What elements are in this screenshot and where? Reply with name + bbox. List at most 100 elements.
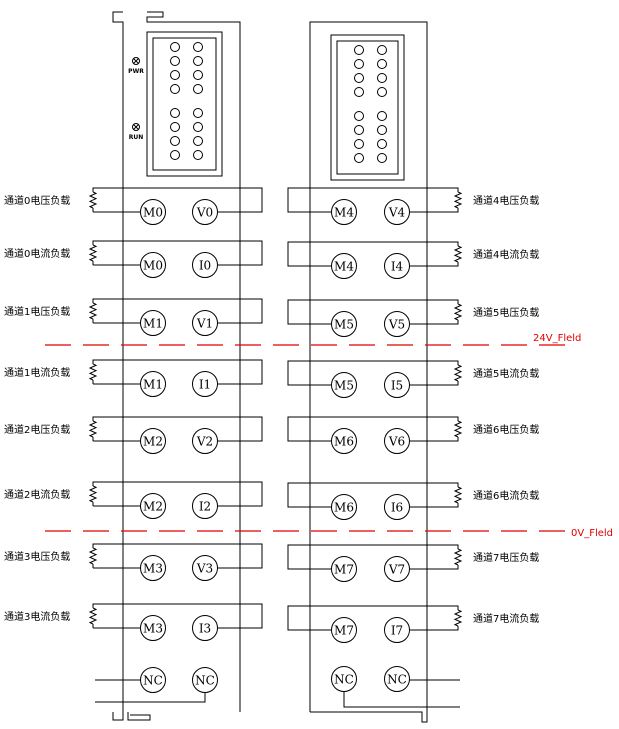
channel-load-label: 通道6电流负载 [473, 489, 539, 502]
terminal-circle [140, 493, 166, 519]
terminal-circle [384, 556, 410, 582]
terminal-label: M3 [143, 562, 163, 576]
terminal-circle [384, 372, 410, 398]
terminal-circle [140, 428, 166, 454]
terminal-label: I3 [199, 622, 211, 636]
terminal-circle [384, 311, 410, 337]
terminal-nc: NC [140, 667, 166, 693]
channel-load-label: 通道0电流负载 [4, 247, 70, 260]
channel-led-icon [170, 42, 180, 52]
channel-led-icon [377, 111, 387, 121]
channel-load-label: 通道1电流负载 [4, 366, 70, 379]
channel-led-icon [377, 153, 387, 163]
terminal-signal: I5 [384, 372, 410, 398]
terminal-label: M4 [334, 206, 354, 220]
resistor-load-icon [453, 364, 463, 382]
terminal-signal: V6 [384, 428, 410, 454]
resistor-load-icon [88, 363, 98, 381]
resistor-load-icon [88, 302, 98, 320]
load-loop [287, 605, 459, 631]
terminal-circle [331, 372, 357, 398]
channel-led-icon [354, 45, 364, 55]
terminal-label: M5 [334, 318, 354, 332]
terminal-m: M3 [140, 555, 166, 581]
terminal-circle [331, 428, 357, 454]
terminal-m: M7 [331, 556, 357, 582]
channel-load-label: 通道7电压负载 [473, 551, 539, 564]
indicator-label: PWR [128, 68, 144, 75]
terminal-signal: V3 [192, 555, 218, 581]
terminal-m: M4 [331, 253, 357, 279]
field-buses: 24V_Fleld 0V_Fleld [45, 333, 613, 539]
terminal-circle [331, 617, 357, 643]
channel-led-icon [377, 45, 387, 55]
channel-row: M0 I0 通道0电流负载 [4, 240, 263, 278]
channel-load-label: 通道6电压负载 [473, 423, 539, 436]
terminal-label: V2 [196, 435, 213, 449]
terminal-circle [192, 199, 218, 225]
terminal-circle [140, 555, 166, 581]
terminal-circle [331, 311, 357, 337]
terminal-circle [384, 199, 410, 225]
module-bottom-notch [310, 711, 428, 723]
terminal-signal: I0 [192, 252, 218, 278]
terminal-label: M1 [143, 317, 163, 331]
terminal-label: M0 [143, 206, 163, 220]
terminal-circle [192, 667, 218, 693]
nc-wire [95, 692, 206, 703]
resistor-load-icon [88, 547, 98, 565]
terminal-circle [140, 310, 166, 336]
terminal-label: NC [143, 674, 163, 688]
terminal-label: M1 [143, 378, 163, 392]
module-housing-left-edge [112, 11, 124, 712]
terminal-circle [331, 556, 357, 582]
resistor-load-icon [453, 548, 463, 566]
channel-led-icon [193, 84, 203, 94]
terminal-label: M7 [334, 624, 354, 638]
channel-led-icon [193, 150, 203, 160]
terminal-circle [192, 371, 218, 397]
terminal-circle [331, 253, 357, 279]
resistor-load-icon [88, 485, 98, 503]
led-panel-inner [336, 40, 399, 175]
terminal-signal: I2 [192, 493, 218, 519]
led-panel-inner [152, 37, 217, 171]
terminal-m: M5 [331, 311, 357, 337]
terminal-label: V5 [388, 318, 405, 332]
terminal-label: M2 [143, 435, 163, 449]
load-loop [287, 416, 459, 442]
terminal-m: M6 [331, 428, 357, 454]
module-housing [309, 21, 428, 712]
channel-led-icon [170, 56, 180, 66]
channel-load-label: 通道5电压负载 [473, 306, 539, 319]
terminal-circle [140, 199, 166, 225]
channel-led-icon [193, 42, 203, 52]
terminal-nc: NC [384, 666, 410, 692]
module-housing-right-edge [146, 11, 241, 712]
terminal-signal: V5 [384, 311, 410, 337]
resistor-load-icon [88, 420, 98, 438]
terminal-label: I1 [199, 378, 211, 392]
terminal-label: NC [334, 673, 354, 687]
channel-row: M5 V5 通道5电压负载 [287, 299, 539, 337]
terminal-label: I2 [199, 500, 211, 514]
channel-load-label: 通道7电流负载 [473, 612, 539, 625]
load-loop [92, 187, 263, 213]
terminal-circle [192, 615, 218, 641]
terminal-circle [192, 310, 218, 336]
terminal-signal: V0 [192, 199, 218, 225]
terminal-label: V3 [196, 562, 213, 576]
terminal-circle [140, 615, 166, 641]
channel-load-label: 通道4电流负载 [473, 248, 539, 261]
terminal-label: M6 [334, 501, 354, 515]
terminal-m: M0 [140, 252, 166, 278]
terminal-circle [331, 666, 357, 692]
lamp-cross [133, 58, 139, 64]
led-panel-outer [146, 31, 223, 177]
terminal-circle [140, 667, 166, 693]
